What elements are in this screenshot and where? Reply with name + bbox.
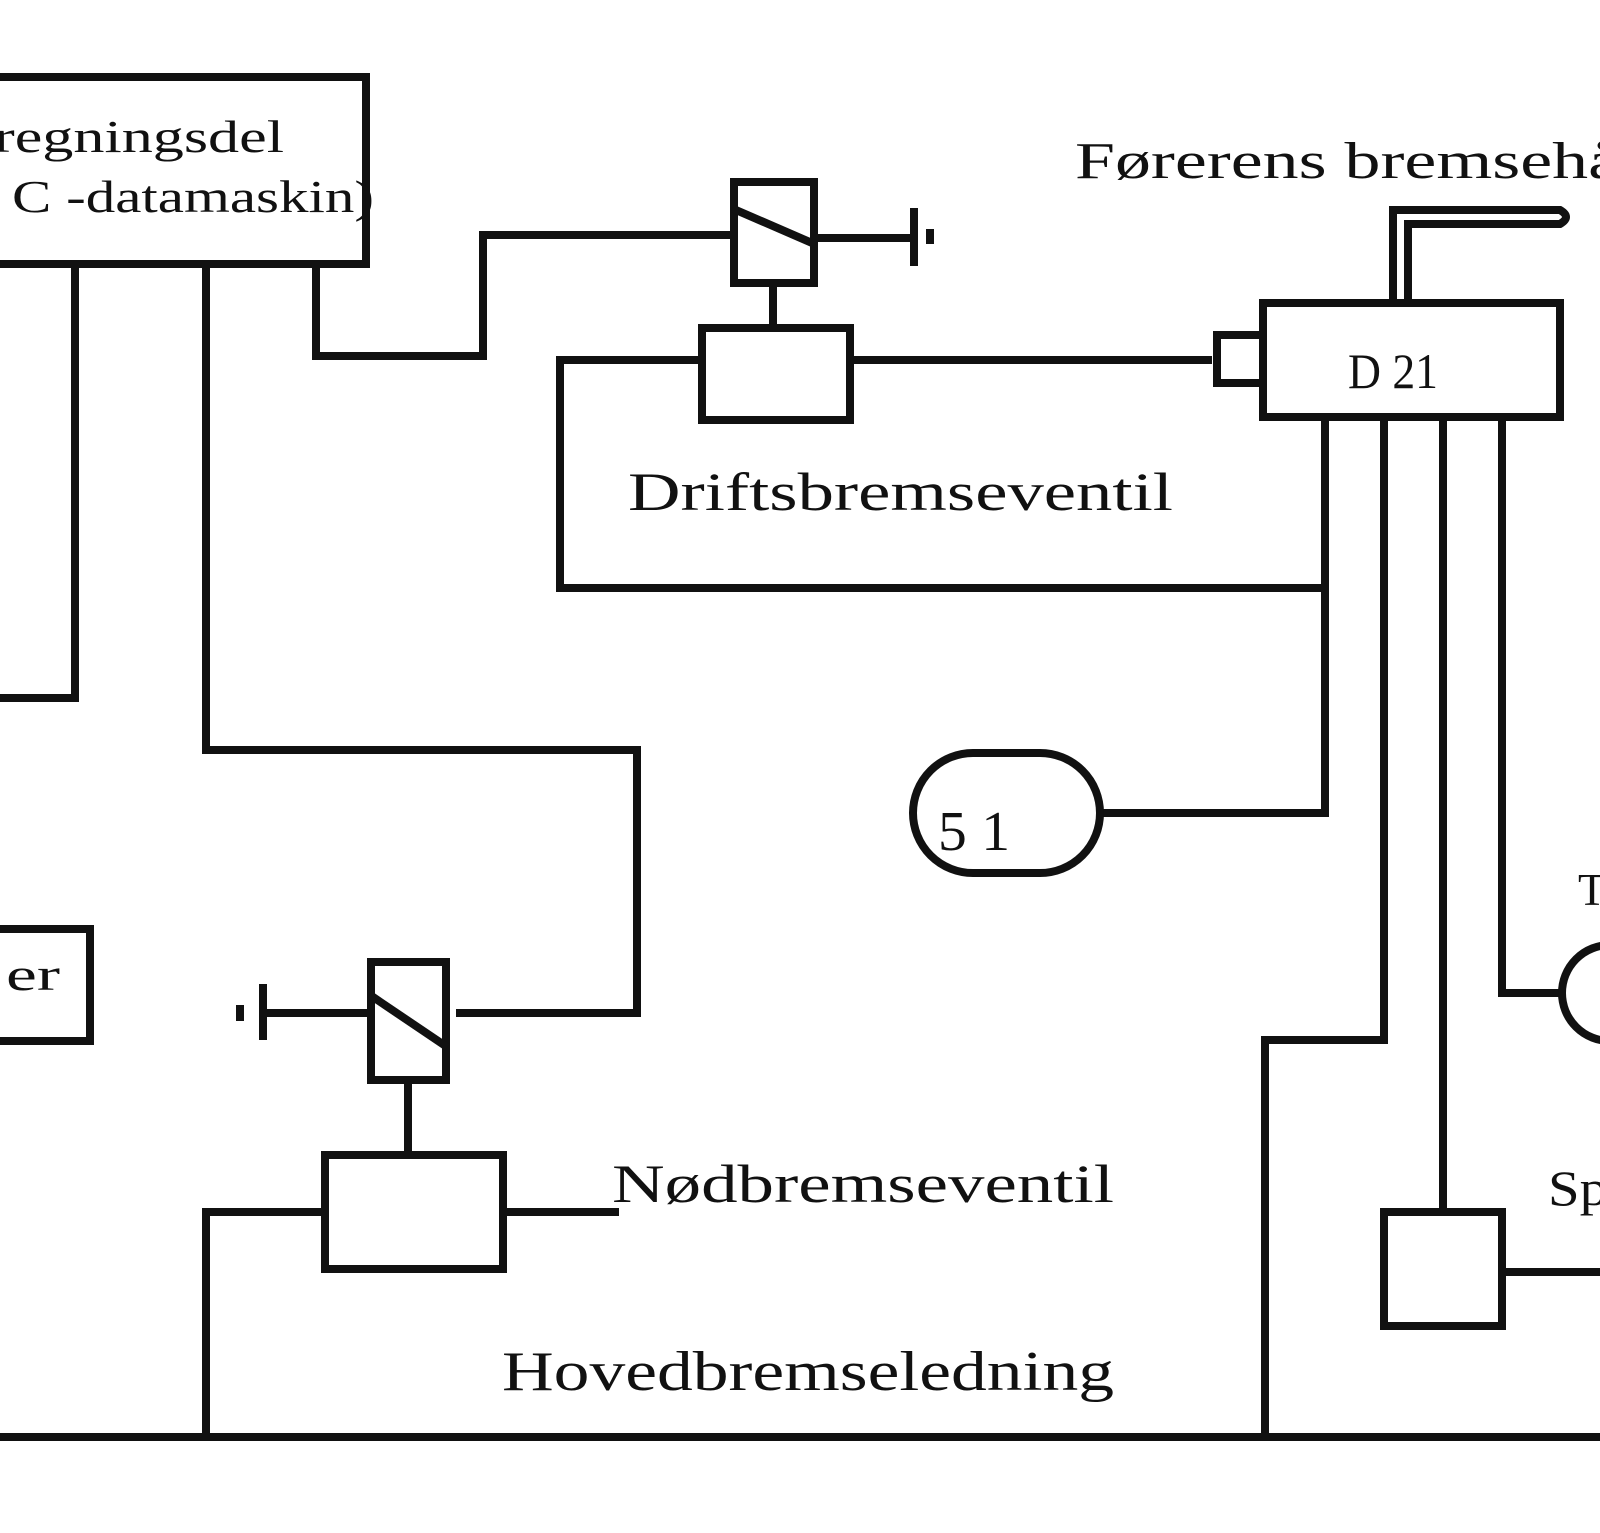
t-element (1558, 941, 1600, 1045)
wire-service-valve-loop (556, 356, 1329, 592)
wire-computer-left (0, 268, 79, 702)
ground-mark-bottom (236, 1005, 244, 1021)
wire-emergency-to-main-pipe (202, 1208, 329, 1441)
reservoir-51: 5 1 (909, 749, 1104, 877)
computer-label-line2: C -datamaskin) (12, 171, 374, 222)
ground-mark-top (926, 229, 934, 244)
d21-side-port (1213, 331, 1267, 387)
driver-handle-label: Førerens bremsehå (1075, 133, 1600, 190)
service-solenoid (730, 178, 934, 332)
sp-label: Sp (1548, 1160, 1600, 1216)
t-label: T (1578, 864, 1600, 915)
wire-d21-to-t (1498, 413, 1569, 997)
emergency-valve-label: Nødbremseventil (612, 1154, 1114, 1214)
emergency-valve-body (321, 1151, 507, 1273)
left-unit-label: er (6, 949, 60, 1000)
wire-d21-to-main-pipe (1261, 413, 1388, 1441)
wire-d21-to-reservoir (1096, 413, 1329, 817)
reservoir-label: 5 1 (938, 801, 1010, 863)
wire-computer-to-service (312, 231, 738, 360)
d21-handle (1389, 206, 1570, 307)
service-valve-label: Driftsbremseventil (628, 462, 1173, 522)
computer-unit: regningsdel C -datamaskin) (0, 73, 374, 268)
main-pipe-label: Hovedbremseledning (502, 1341, 1114, 1403)
sp-box (1380, 1208, 1506, 1330)
service-valve-body (698, 324, 854, 424)
left-unit: er (0, 925, 94, 1045)
d21-valve: D 21 (1213, 206, 1570, 421)
d21-label: D 21 (1348, 343, 1438, 399)
emergency-solenoid (236, 958, 450, 1159)
computer-label-line1: regningsdel (0, 111, 284, 162)
wire-computer-to-emergency (202, 268, 641, 1017)
